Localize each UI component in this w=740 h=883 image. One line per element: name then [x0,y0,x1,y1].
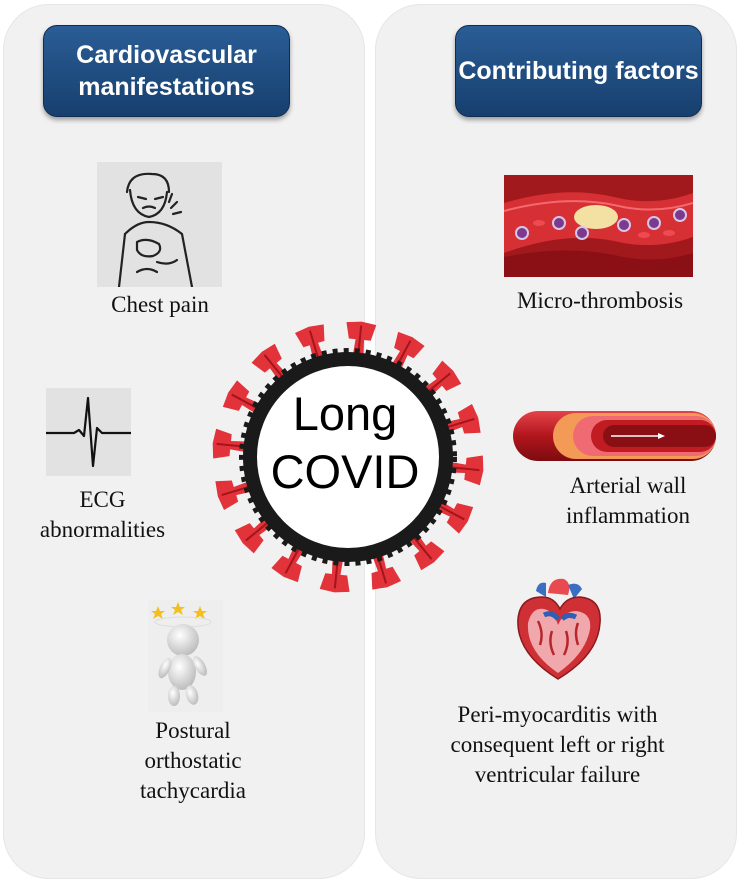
long-covid-line1: Long [292,387,398,440]
header-cardiovascular-manifestations: Cardiovascular manifestations [43,25,290,117]
label-chest-pain: Chest pain [111,292,209,317]
heart-icon [508,575,608,683]
artery-icon [513,403,716,468]
label-ecg-abnormalities: ECG abnormalities [39,487,166,542]
header-contributing-factors: Contributing factors [455,25,702,117]
label-micro-thrombosis: Micro-thrombosis [516,288,684,313]
label-peri-myocarditis: Peri-myocarditis with consequent left or… [450,702,665,787]
long-covid-label: Long COVID [250,385,440,501]
coronavirus-icon [210,316,486,598]
ecg-icon [46,388,131,476]
blood-vessel-clot-icon [504,175,693,277]
label-arterial-wall-inflammation: Arterial wall inflammation [566,473,690,528]
dizzy-figure-icon [148,600,223,712]
label-postural-orthostatic-tachycardia: Postural orthostatic tachycardia [140,718,246,803]
long-covid-line2: COVID [270,445,420,498]
chest-pain-icon [97,162,222,287]
